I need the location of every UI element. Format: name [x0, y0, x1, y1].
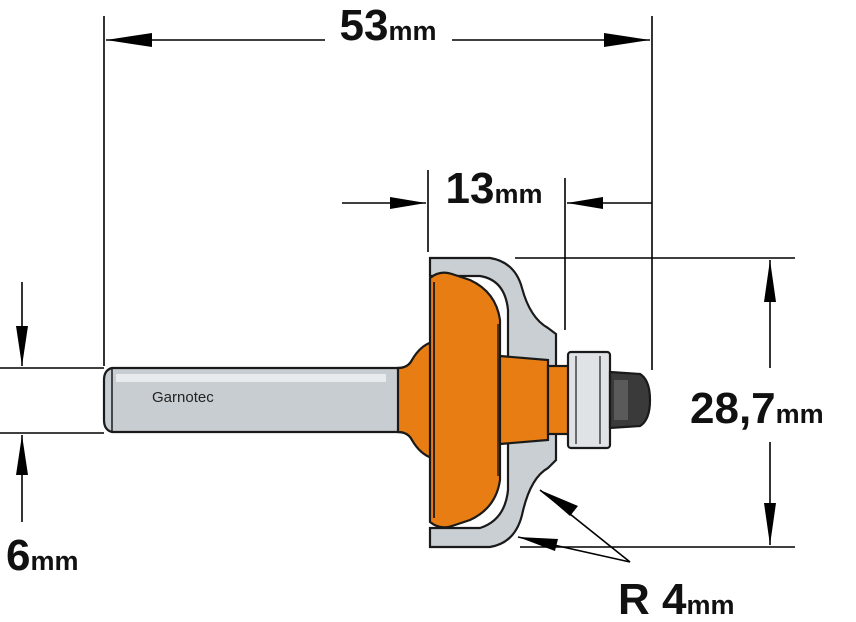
bearing-spacer [546, 364, 572, 436]
nut-highlight [614, 380, 628, 420]
brand-label: Garnotec [152, 389, 214, 406]
bearing [566, 350, 612, 450]
body-neck [396, 340, 434, 460]
carbide-lower [428, 430, 558, 549]
router-bit: Garnotec [102, 256, 652, 549]
dim-cutting-length: 13mm [446, 164, 543, 213]
dimension-lines [0, 16, 795, 563]
shank-highlight [116, 374, 386, 382]
cutter-body [428, 271, 502, 529]
carbide-upper [428, 256, 558, 370]
dim-total-length: 53mm [340, 1, 437, 50]
dim-cutting-diameter: 28,7mm [690, 384, 824, 433]
dim-shank-diameter: 6mm [6, 531, 79, 580]
dim-radius: R 4mm [618, 575, 735, 622]
body-hub [498, 354, 550, 446]
